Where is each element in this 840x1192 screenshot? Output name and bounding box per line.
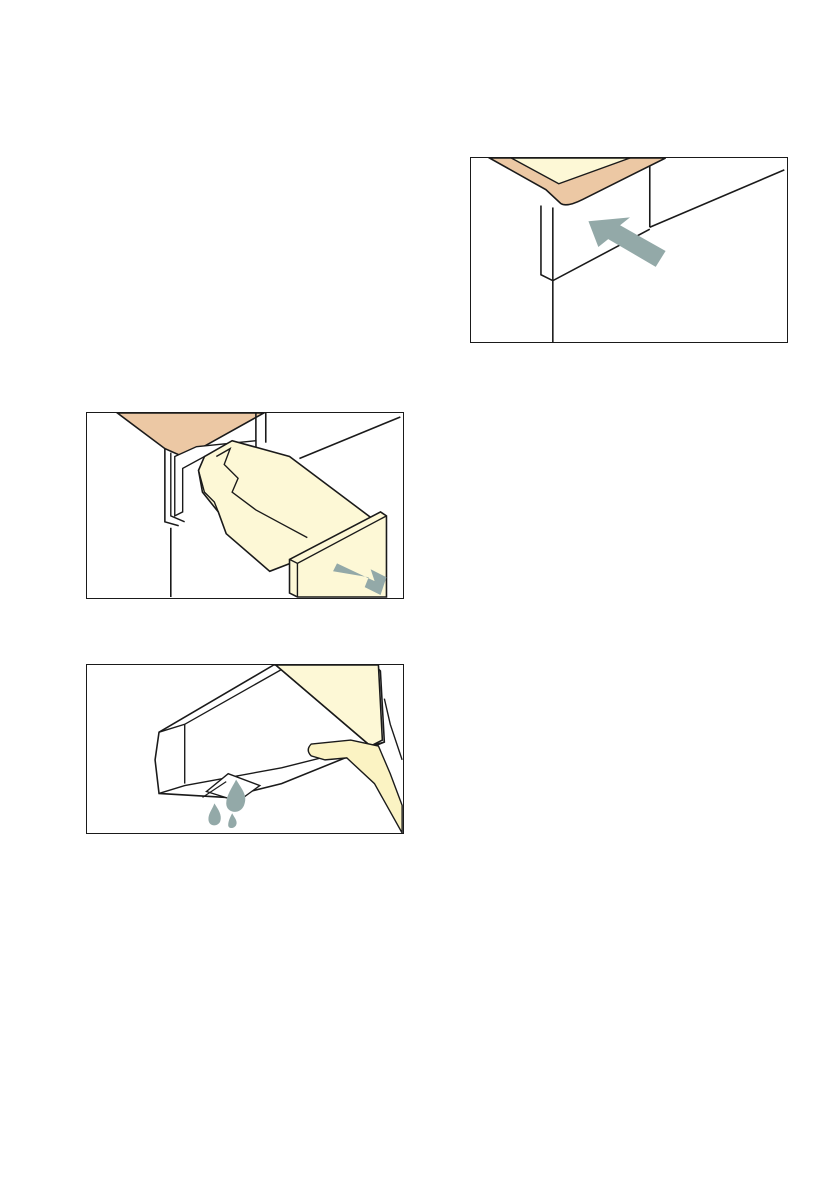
figure-insert-container	[470, 157, 788, 343]
figure-drain-container	[86, 664, 404, 834]
water-drop-icon	[228, 813, 236, 828]
figure-pull-out-container	[86, 412, 404, 599]
hand	[308, 740, 402, 833]
insert-container-illustration	[471, 158, 787, 342]
drain-container-illustration	[87, 665, 403, 833]
water-drop-icon	[208, 803, 220, 825]
pull-out-container-illustration	[87, 413, 403, 598]
